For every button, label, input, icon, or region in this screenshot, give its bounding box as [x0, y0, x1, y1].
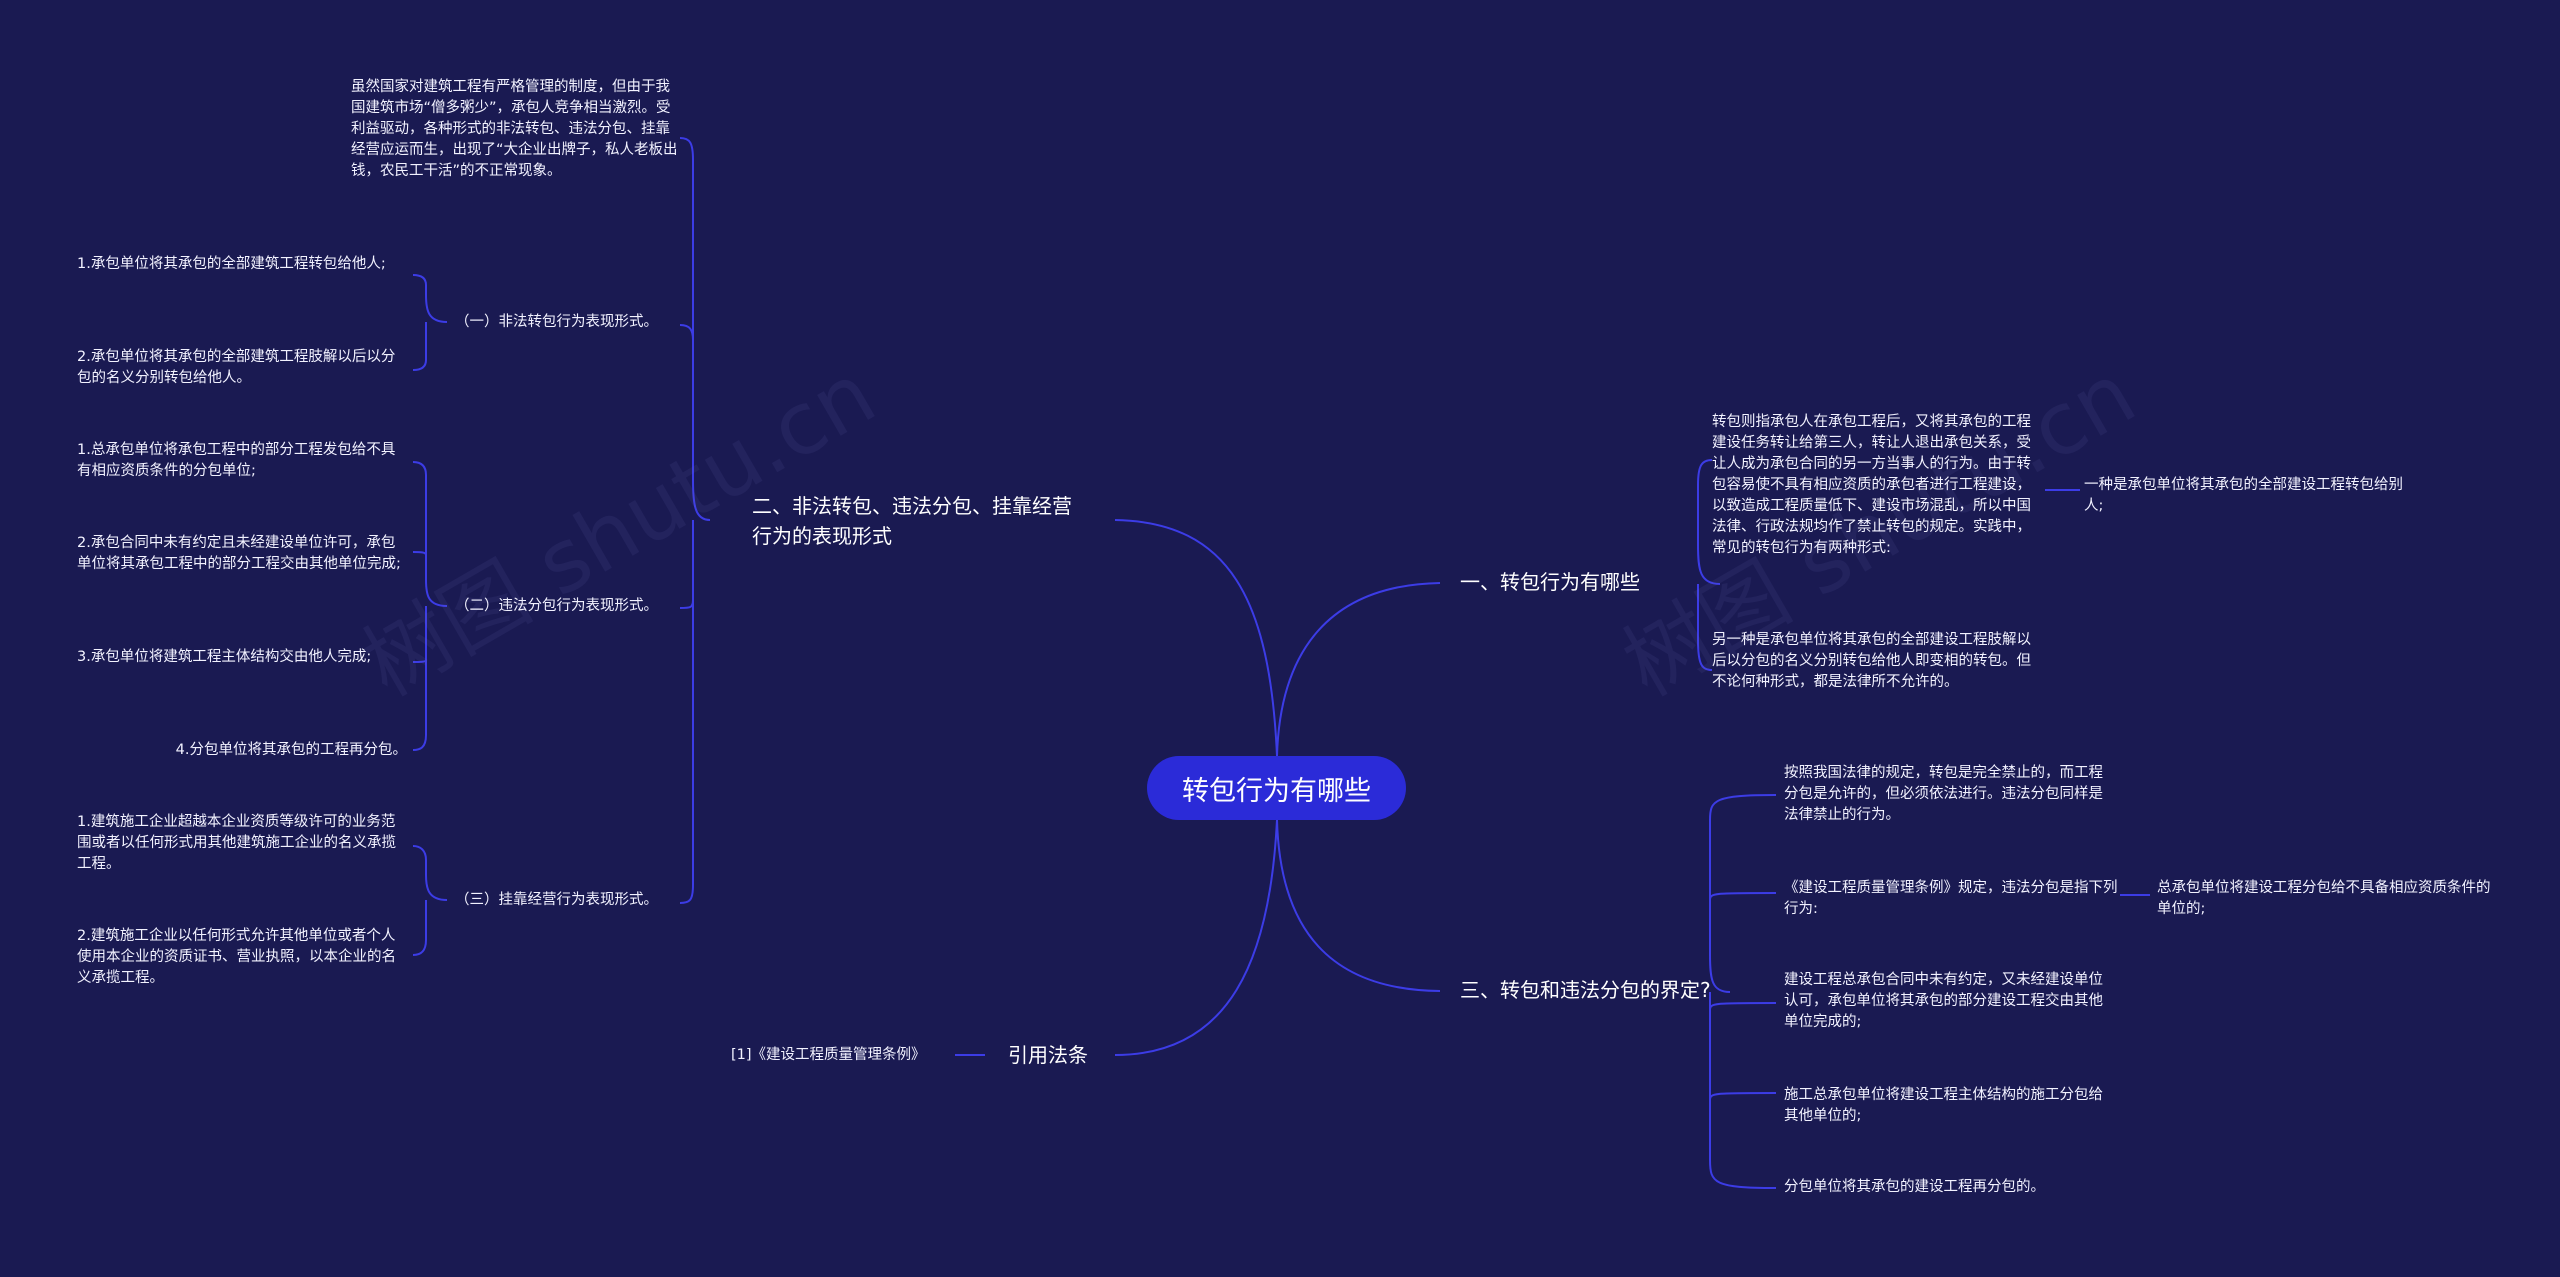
topic-legal-rule[interactable]: 按照我国法律的规定，转包是完全禁止的，而工程分包是允许的，但必须依法进行。违法分… [1784, 765, 2103, 824]
topic-background[interactable]: 虽然国家对建筑工程有严格管理的制度，但由于我国建筑市场“僧多粥少”，承包人竞争相… [351, 79, 678, 180]
item-illegal-transfer-1[interactable]: 1.承包单位将其承包的全部建筑工程转包给他人; [77, 256, 386, 272]
topic-regulation[interactable]: 《建设工程质量管理条例》规定，违法分包是指下列行为: [1784, 880, 2118, 918]
item-illegal-subcontract-3[interactable]: 3.承包单位将建筑工程主体结构交由他人完成; [77, 649, 372, 665]
link-root-b2 [1114, 519, 1278, 757]
topic-regulation-item-4[interactable]: 分包单位将其承包的建设工程再分包的。 [1784, 1179, 2045, 1195]
item-illegal-subcontract-1[interactable]: 1.总承包单位将承包工程中的部分工程发包给不具有相应资质条件的分包单位; [77, 442, 396, 480]
subtopic-illegal-transfer[interactable]: （一）非法转包行为表现形式。 [455, 314, 658, 330]
link-s1-bracket [412, 274, 448, 371]
item-affiliation-2[interactable]: 2.建筑施工企业以任何形式允许其他单位或者个人使用本企业的资质证书、营业执照，以… [77, 928, 396, 987]
link-s3-bracket [412, 845, 448, 956]
item-illegal-subcontract-2[interactable]: 2.承包合同中未有约定且未经建设单位许可，承包单位将其承包工程中的部分工程交由其… [77, 535, 401, 573]
link-b1-bracket [1697, 459, 1721, 671]
topic-transfer-form-2[interactable]: 另一种是承包单位将其承包的全部建设工程肢解以后以分包的名义分别转包给他人即变相的… [1712, 632, 2031, 691]
link-root-b1 [1276, 582, 1441, 757]
subtopic-affiliation[interactable]: （三）挂靠经营行为表现形式。 [455, 892, 658, 908]
topic-transfer-form-1[interactable]: 一种是承包单位将其承包的全部建设工程转包给别人; [2084, 477, 2403, 515]
branch-cited-law[interactable]: 引用法条 [1008, 1043, 1088, 1067]
item-affiliation-1[interactable]: 1.建筑施工企业超越本企业资质等级许可的业务范围或者以任何形式用其他建筑施工企业… [77, 814, 396, 873]
branch-transfer-behavior[interactable]: 一、转包行为有哪些 [1460, 570, 1640, 594]
item-illegal-subcontract-4[interactable]: 4.分包单位将其承包的工程再分包。 [175, 742, 407, 758]
topic-regulation-item-3[interactable]: 施工总承包单位将建设工程主体结构的施工分包给其他单位的; [1784, 1087, 2103, 1125]
topic-regulation-item-1[interactable]: 总承包单位将建设工程分包给不具备相应资质条件的单位的; [2157, 880, 2491, 918]
subtopic-illegal-subcontract[interactable]: （二）违法分包行为表现形式。 [455, 598, 658, 614]
topic-cited-law-item[interactable]: [1]《建设工程质量管理条例》 [731, 1047, 926, 1063]
root-topic[interactable]: 转包行为有哪些 [1147, 756, 1406, 820]
branch-illegal-subcontract-definition[interactable]: 三、转包和违法分包的界定? [1460, 978, 1711, 1002]
link-root-b3 [1276, 819, 1441, 992]
link-b2-bracket [679, 137, 711, 904]
topic-regulation-item-2[interactable]: 建设工程总承包合同中未有约定，又未经建设单位认可，承包单位将其承包的部分建设工程… [1784, 972, 2103, 1031]
topic-transfer-definition[interactable]: 转包则指承包人在承包工程后，又将其承包的工程建设任务转让给第三人，转让人退出承包… [1712, 414, 2031, 557]
branch-behavior-forms[interactable]: 二、非法转包、违法分包、挂靠经营行为的表现形式 [752, 494, 1072, 548]
link-b3-bracket [1709, 794, 1777, 1189]
link-s2-bracket [412, 461, 448, 751]
link-root-b4 [1114, 819, 1278, 1056]
item-illegal-transfer-2[interactable]: 2.承包单位将其承包的全部建筑工程肢解以后以分包的名义分别转包给他人。 [77, 349, 396, 387]
